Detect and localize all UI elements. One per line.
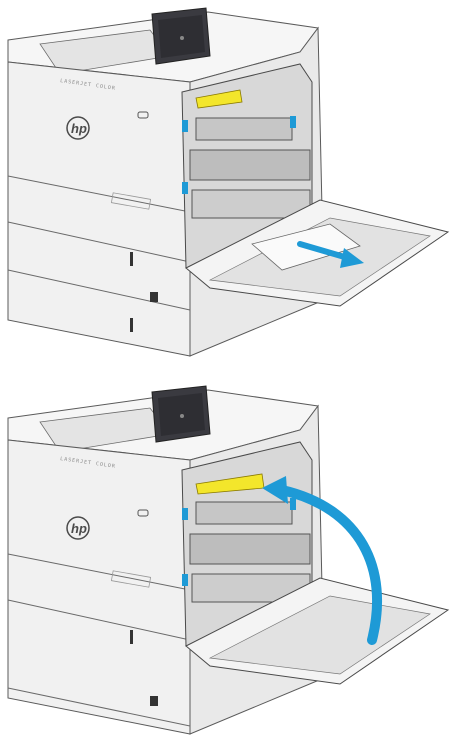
blue-latch-2	[182, 574, 188, 586]
printer-front	[8, 62, 190, 356]
tray-indicator-1	[130, 252, 133, 266]
printer-illustration-1: hp LASERJET COLOR	[0, 0, 452, 378]
blue-latch-3	[290, 116, 296, 128]
panel-step-2: hp LASERJET COLOR	[0, 378, 452, 756]
control-panel	[152, 386, 210, 442]
transfer-roller	[190, 534, 310, 564]
power-port	[150, 292, 158, 302]
control-panel	[152, 8, 210, 64]
blue-latch-1	[182, 508, 188, 520]
fuser-assembly	[196, 502, 292, 524]
svg-text:hp: hp	[71, 121, 87, 136]
panel-step-1: hp LASERJET COLOR	[0, 0, 452, 378]
power-port	[150, 696, 158, 706]
svg-text:hp: hp	[71, 521, 87, 536]
blue-latch-1	[182, 120, 188, 132]
printer-front	[8, 440, 190, 734]
hp-logo: hp	[67, 517, 89, 539]
tray-indicator-2	[130, 318, 133, 332]
blue-latch-2	[182, 182, 188, 194]
transfer-roller	[190, 150, 310, 180]
printer-illustration-2: hp LASERJET COLOR	[0, 378, 452, 756]
tray-indicator-1	[130, 630, 133, 644]
fuser-assembly	[196, 118, 292, 140]
blue-latch-3	[290, 498, 296, 510]
hp-logo: hp	[67, 117, 89, 139]
